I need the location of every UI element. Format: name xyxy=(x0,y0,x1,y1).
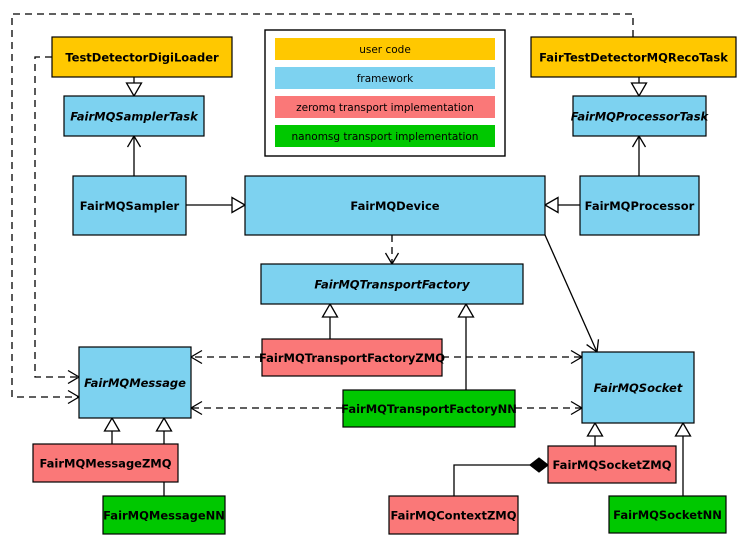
legend-item-framework: framework xyxy=(275,67,495,89)
class-box[interactable] xyxy=(261,338,443,377)
legend-swatch xyxy=(275,96,495,118)
class-node-FairMQSocketZMQ[interactable]: FairMQSocketZMQ xyxy=(547,445,677,484)
class-node-FairTestDetectorMQRecoTask[interactable]: FairTestDetectorMQRecoTask xyxy=(530,36,737,78)
class-node-FairMQTransportFactory[interactable]: FairMQTransportFactory xyxy=(260,263,524,305)
legend-swatch xyxy=(275,125,495,147)
edge-socketzmq-inherits-socket xyxy=(586,421,604,446)
class-node-FairMQSamplerTask[interactable]: FairMQSamplerTask xyxy=(63,95,205,137)
edge-line xyxy=(453,464,530,496)
class-node-FairMQSampler[interactable]: FairMQSampler xyxy=(72,175,187,236)
edge-device-depends-transportfactory xyxy=(384,235,400,266)
hollow-triangle-icon xyxy=(125,82,143,98)
edge-factoryzmq-inherits-factory xyxy=(321,302,339,339)
hollow-triangle-icon xyxy=(674,421,692,437)
class-box[interactable] xyxy=(579,175,700,236)
edge-recotask-inherits-processortask xyxy=(630,77,648,98)
edge-factorynn-creates-message xyxy=(189,400,343,416)
class-box[interactable] xyxy=(530,36,737,78)
class-node-FairMQDevice[interactable]: FairMQDevice xyxy=(244,175,546,236)
class-box[interactable] xyxy=(78,346,192,419)
edge-line xyxy=(544,234,598,353)
class-box[interactable] xyxy=(72,175,187,236)
edge-processor-inherits-device xyxy=(543,196,580,214)
class-node-FairMQProcessor[interactable]: FairMQProcessor xyxy=(579,175,700,236)
class-box[interactable] xyxy=(102,495,226,535)
edge-factorynn-creates-socket xyxy=(515,400,584,416)
edge-socketnn-inherits-socket xyxy=(674,421,692,496)
edges-layer xyxy=(11,13,692,496)
class-node-FairMQProcessorTask[interactable]: FairMQProcessorTask xyxy=(571,95,710,137)
hollow-triangle-icon xyxy=(457,302,475,318)
edge-line xyxy=(11,13,634,398)
edge-factorynn-inherits-factory xyxy=(457,302,475,390)
class-node-FairMQSocketNN[interactable]: FairMQSocketNN xyxy=(608,495,727,534)
class-node-TestDetectorDigiLoader[interactable]: TestDetectorDigiLoader xyxy=(51,36,233,78)
hollow-triangle-icon xyxy=(103,416,121,432)
edge-sampler-inherits-device xyxy=(186,196,247,214)
legend-swatch xyxy=(275,38,495,60)
class-box[interactable] xyxy=(32,443,179,483)
legend-panel: user code framework zeromq transport imple… xyxy=(264,29,506,157)
legend-item-zeromq: zeromq transport implementation xyxy=(275,96,495,118)
edge-digiloader-inherits-samplertask xyxy=(125,77,143,98)
class-box[interactable] xyxy=(388,495,519,535)
class-node-FairMQMessageZMQ[interactable]: FairMQMessageZMQ xyxy=(32,443,179,483)
hollow-triangle-icon xyxy=(155,416,173,432)
class-box[interactable] xyxy=(342,389,516,428)
class-box[interactable] xyxy=(608,495,727,534)
class-node-FairMQMessage[interactable]: FairMQMessage xyxy=(78,346,192,419)
class-node-FairMQMessageNN[interactable]: FairMQMessageNN xyxy=(102,495,226,535)
class-node-FairMQTransportFactoryNN[interactable]: FairMQTransportFactoryNN xyxy=(341,389,517,428)
class-box[interactable] xyxy=(547,445,677,484)
class-node-FairMQTransportFactoryZMQ[interactable]: FairMQTransportFactoryZMQ xyxy=(259,338,445,377)
legend-item-user_code: user code xyxy=(275,38,495,60)
legend-item-nanomsg: nanomsg transport implementation xyxy=(275,125,495,147)
hollow-triangle-icon xyxy=(321,302,339,318)
class-box[interactable] xyxy=(572,95,707,137)
class-node-FairMQContextZMQ[interactable]: FairMQContextZMQ xyxy=(388,495,519,535)
edge-factoryzmq-creates-message xyxy=(189,349,262,365)
class-node-FairMQSocket[interactable]: FairMQSocket xyxy=(581,351,695,424)
edge-sampler-uses-samplertask xyxy=(126,134,142,176)
class-box[interactable] xyxy=(244,175,546,236)
class-box[interactable] xyxy=(51,36,233,78)
hollow-triangle-icon xyxy=(630,82,648,98)
hollow-triangle-icon xyxy=(586,421,604,437)
edge-factoryzmq-creates-socket xyxy=(442,349,584,365)
edge-messagezmq-inherits-message xyxy=(103,416,121,444)
class-box[interactable] xyxy=(581,351,695,424)
edge-processor-uses-processortask xyxy=(631,134,647,176)
legend-swatch xyxy=(275,67,495,89)
filled-diamond-icon xyxy=(529,457,549,473)
hollow-triangle-icon xyxy=(543,196,559,214)
edge-device-uses-socket xyxy=(544,234,600,354)
edge-contextzmq-composed-in-socketzmq xyxy=(453,457,549,496)
hollow-triangle-icon xyxy=(231,196,247,214)
class-box[interactable] xyxy=(63,95,205,137)
class-box[interactable] xyxy=(260,263,524,305)
